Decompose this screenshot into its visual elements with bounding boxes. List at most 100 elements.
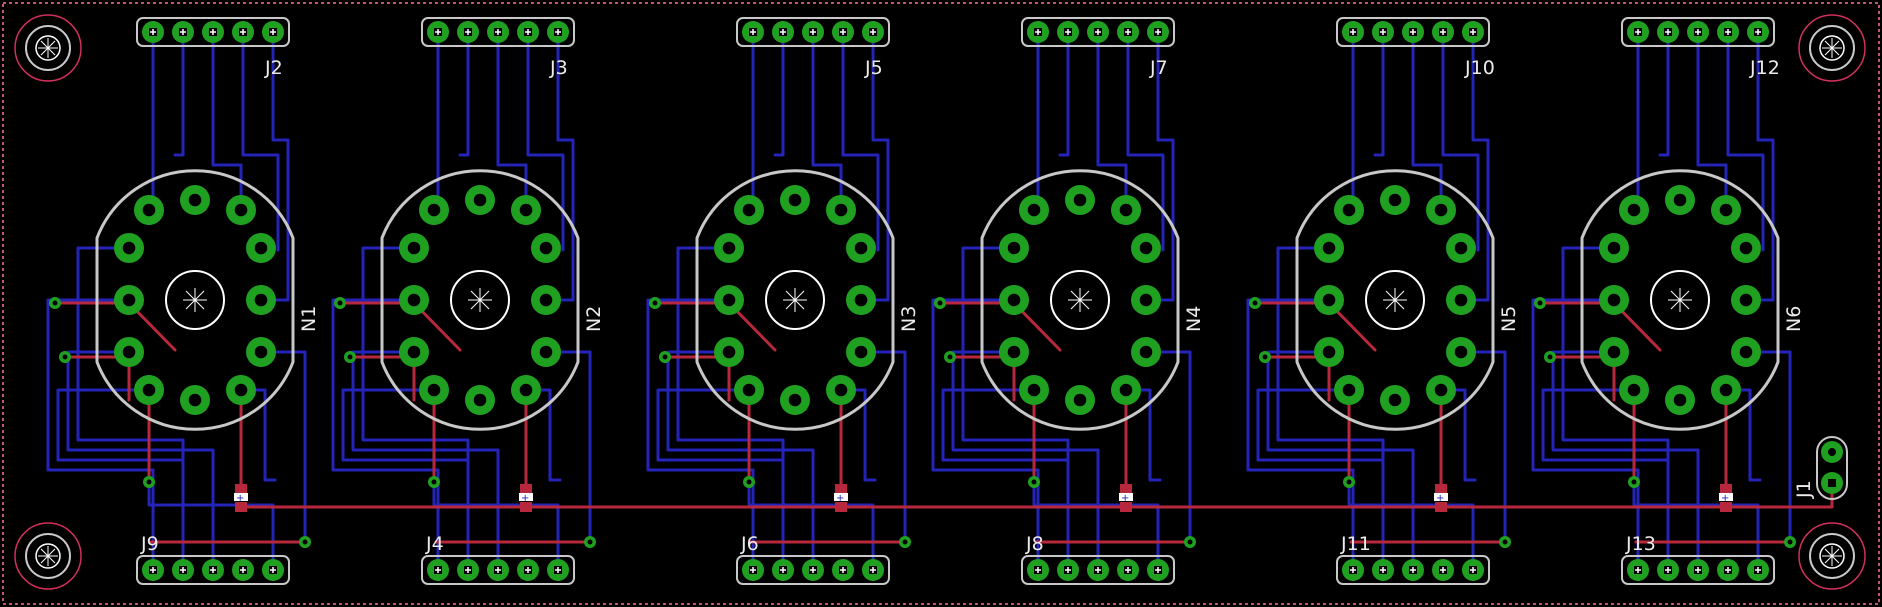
center-hole (450, 270, 510, 330)
header-j11: J11 (1336, 533, 1490, 585)
via (143, 476, 155, 488)
socket-pad (1314, 233, 1344, 263)
header-j1-label: J1 (1793, 480, 1815, 499)
trace (1373, 30, 1385, 157)
trace (1551, 350, 1700, 572)
socket-pad (780, 185, 810, 215)
socket-pad (1665, 185, 1695, 215)
socket-pad (399, 285, 429, 315)
header-outline (1621, 17, 1775, 47)
trace (1459, 30, 1490, 302)
header-outline (421, 17, 575, 47)
capacitor-polarity: + (1721, 493, 1729, 504)
socket-pad (1731, 233, 1761, 263)
trace (1658, 30, 1670, 157)
capacitor-polarity: + (1121, 493, 1129, 504)
trace (241, 30, 280, 252)
trace (341, 388, 470, 572)
trace (1347, 480, 1475, 572)
socket-pad (1426, 375, 1456, 405)
socket-pad (714, 285, 744, 315)
trace (1266, 350, 1415, 572)
mounting-hole-icon (1798, 522, 1866, 590)
header-j10: J10 (1336, 17, 1495, 79)
socket-label: N2 (583, 306, 605, 332)
socket-pad (714, 337, 744, 367)
header-outline (421, 555, 575, 585)
socket-pad (1619, 195, 1649, 225)
socket-pad (1380, 185, 1410, 215)
socket-outline (695, 169, 895, 431)
socket-pad (419, 375, 449, 405)
header-j1: J1 (1793, 436, 1848, 500)
socket-pad (531, 233, 561, 263)
socket-pad (999, 337, 1029, 367)
trace (646, 298, 755, 572)
via (659, 351, 671, 363)
header-outline (1621, 555, 1775, 585)
capacitor-polarity: + (836, 493, 844, 504)
socket-label: N3 (898, 306, 920, 332)
via (49, 297, 61, 309)
trace (1096, 30, 1128, 207)
socket-outline (1580, 169, 1780, 431)
header-outline (1021, 17, 1175, 47)
trace (1726, 30, 1765, 252)
trace (811, 30, 843, 207)
socket-pad (114, 285, 144, 315)
socket-pad (465, 185, 495, 215)
socket-pad (1599, 285, 1629, 315)
header-j7-label: J7 (1149, 57, 1168, 79)
socket-pad (1111, 195, 1141, 225)
socket-pad (734, 195, 764, 225)
via (649, 297, 661, 309)
trace (666, 350, 815, 572)
header-j8-label: J8 (1025, 533, 1044, 555)
center-hole (1365, 270, 1425, 330)
socket-pad (1334, 195, 1364, 225)
trace (1058, 30, 1070, 157)
socket-pad (511, 375, 541, 405)
socket-pad (846, 337, 876, 367)
trace (1541, 388, 1670, 572)
socket-pad (180, 385, 210, 415)
header-outline (1336, 17, 1490, 47)
header-j12: J12 (1621, 17, 1780, 79)
header-j6: J6 (736, 533, 890, 585)
socket-outline (380, 169, 580, 431)
header-j5-label: J5 (864, 57, 883, 79)
socket-pad (1446, 285, 1476, 315)
trace (941, 388, 1070, 572)
socket-pad (714, 233, 744, 263)
trace (1411, 30, 1443, 207)
trace (1126, 30, 1165, 252)
trace (747, 480, 875, 572)
trace (259, 30, 290, 302)
mounting-hole-icon (14, 14, 82, 82)
center-hole (765, 270, 825, 330)
socket-pad (1711, 195, 1741, 225)
socket-pad (1619, 375, 1649, 405)
header-j3: J3 (421, 17, 575, 79)
header-j3-label: J3 (549, 57, 568, 79)
socket-pad (246, 233, 276, 263)
capacitor-polarity: + (236, 493, 244, 504)
header-j8: J8 (1021, 533, 1175, 585)
trace (1256, 388, 1385, 572)
via (1028, 476, 1040, 488)
via (934, 297, 946, 309)
socket-pad (1731, 285, 1761, 315)
trace (331, 298, 440, 572)
header-j9-label: J9 (140, 533, 159, 555)
socket-label: N4 (1183, 306, 1205, 332)
header-j4: J4 (421, 533, 575, 585)
socket-pad (134, 195, 164, 225)
socket-pad (826, 375, 856, 405)
socket-pad (1711, 375, 1741, 405)
via (1628, 476, 1640, 488)
header-outline (1336, 555, 1490, 585)
